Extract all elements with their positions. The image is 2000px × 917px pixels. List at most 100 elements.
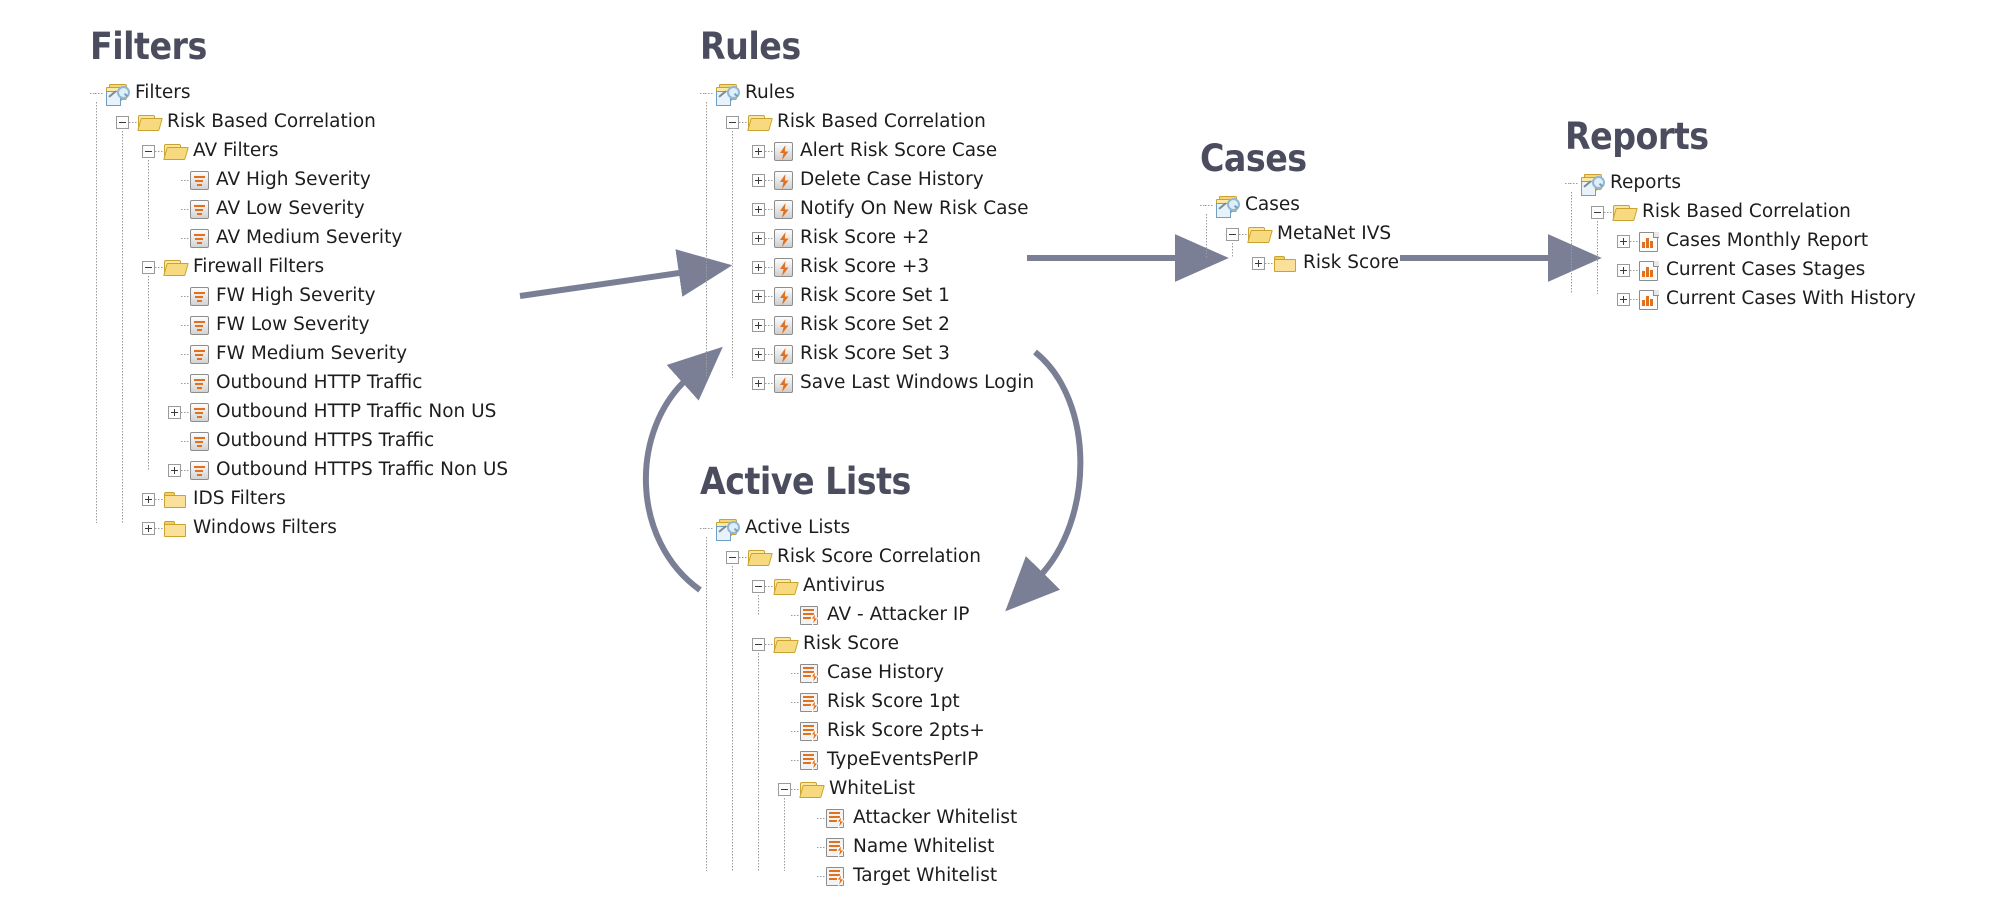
tree-node-filters[interactable]: Firewall Filters <box>90 253 508 282</box>
expand-icon[interactable] <box>752 377 765 390</box>
expand-icon[interactable] <box>752 145 765 158</box>
tree-node-filters[interactable]: Windows Filters <box>90 514 508 543</box>
tree-node-label: Delete Case History <box>800 169 984 191</box>
tree-node-filters[interactable]: AV Medium Severity <box>90 224 508 253</box>
collapse-icon[interactable] <box>752 580 765 593</box>
tree-node-filters[interactable]: FW Medium Severity <box>90 340 508 369</box>
tree-node-rules[interactable]: Risk Based Correlation <box>700 108 1034 137</box>
expand-icon[interactable] <box>752 261 765 274</box>
collapse-icon[interactable] <box>778 783 791 796</box>
collapse-icon[interactable] <box>142 261 155 274</box>
expand-icon[interactable] <box>1252 257 1265 270</box>
expand-icon[interactable] <box>752 203 765 216</box>
tree-node-label: Save Last Windows Login <box>800 372 1035 394</box>
tree-root-cases[interactable]: Cases <box>1200 191 1399 220</box>
tree-node-active-lists[interactable]: Risk Score Correlation <box>700 543 1017 572</box>
tree-node-rules[interactable]: Notify On New Risk Case <box>700 195 1034 224</box>
tree-root-reports[interactable]: Reports <box>1565 169 1916 198</box>
active-list-icon <box>800 722 820 741</box>
collapse-icon[interactable] <box>726 116 739 129</box>
tree-guide-line <box>706 537 707 871</box>
expand-icon[interactable] <box>752 232 765 245</box>
collapse-icon[interactable] <box>116 116 129 129</box>
tree-node-active-lists[interactable]: Risk Score <box>700 630 1017 659</box>
tree-node-reports[interactable]: Risk Based Correlation <box>1565 198 1916 227</box>
tree-node-label: AV Medium Severity <box>216 227 403 249</box>
tree-node-rules[interactable]: Alert Risk Score Case <box>700 137 1034 166</box>
expand-icon[interactable] <box>1617 264 1630 277</box>
expand-icon[interactable] <box>1617 293 1630 306</box>
expand-icon[interactable] <box>752 348 765 361</box>
active-list-icon <box>800 751 820 770</box>
arrow-filters-to-rules <box>519 249 733 299</box>
tree-node-rules[interactable]: Risk Score +3 <box>700 253 1034 282</box>
tree-connector-line <box>791 731 800 732</box>
tree-node-rules[interactable]: Delete Case History <box>700 166 1034 195</box>
expand-icon[interactable] <box>142 493 155 506</box>
tree-guide-line <box>148 276 149 471</box>
tree-node-reports[interactable]: Cases Monthly Report <box>1565 227 1916 256</box>
tree-node-cases[interactable]: MetaNet IVS <box>1200 220 1399 249</box>
tree-connector-line <box>765 151 774 152</box>
tree-node-active-lists[interactable]: WhiteList <box>700 775 1017 804</box>
tree-connector-line <box>791 760 800 761</box>
tree-node-active-lists[interactable]: Risk Score 1pt <box>700 688 1017 717</box>
filter-icon <box>190 432 209 451</box>
tree-node-rules[interactable]: Save Last Windows Login <box>700 369 1034 398</box>
tree-connector-line <box>181 296 190 297</box>
tree-node-filters[interactable]: Outbound HTTPS Traffic Non US <box>90 456 508 485</box>
tree-node-filters[interactable]: Risk Based Correlation <box>90 108 508 137</box>
tree-node-reports[interactable]: Current Cases With History <box>1565 285 1916 314</box>
tree-node-active-lists[interactable]: TypeEventsPerIP <box>700 746 1017 775</box>
tree-node-filters[interactable]: AV Filters <box>90 137 508 166</box>
expand-icon[interactable] <box>752 174 765 187</box>
rule-icon <box>774 374 793 393</box>
collapse-icon[interactable] <box>142 145 155 158</box>
expand-icon[interactable] <box>752 319 765 332</box>
tree-node-active-lists[interactable]: AV - Attacker IP <box>700 601 1017 630</box>
tree-node-label: Risk Score 2pts+ <box>827 720 985 742</box>
tree-node-rules[interactable]: Risk Score Set 2 <box>700 311 1034 340</box>
tree-connector-line <box>700 93 705 94</box>
tree-node-filters[interactable]: FW Low Severity <box>90 311 508 340</box>
tree-node-filters[interactable]: Outbound HTTP Traffic <box>90 369 508 398</box>
tree-node-active-lists[interactable]: Attacker Whitelist <box>700 804 1017 833</box>
tree-node-cases[interactable]: Risk Score <box>1200 249 1399 278</box>
tree-connector-line <box>765 296 774 297</box>
tree-node-active-lists[interactable]: Target Whitelist <box>700 862 1017 891</box>
tree-node-rules[interactable]: Risk Score +2 <box>700 224 1034 253</box>
tree-node-filters[interactable]: IDS Filters <box>90 485 508 514</box>
tree-node-filters[interactable]: FW High Severity <box>90 282 508 311</box>
tree-node-active-lists[interactable]: Name Whitelist <box>700 833 1017 862</box>
tree-root-filters[interactable]: Filters <box>90 79 508 108</box>
tree-connector-line <box>765 209 774 210</box>
tree-node-rules[interactable]: Risk Score Set 3 <box>700 340 1034 369</box>
tree-node-active-lists[interactable]: Antivirus <box>700 572 1017 601</box>
tree-node-rules[interactable]: Risk Score Set 1 <box>700 282 1034 311</box>
tree-node-reports[interactable]: Current Cases Stages <box>1565 256 1916 285</box>
collapse-icon[interactable] <box>726 551 739 564</box>
expand-icon[interactable] <box>1617 235 1630 248</box>
filter-icon <box>190 200 209 219</box>
filter-icon <box>190 287 209 306</box>
tree-root-active-lists[interactable]: Active Lists <box>700 514 1017 543</box>
expand-icon[interactable] <box>752 290 765 303</box>
tree-root-rules[interactable]: Rules <box>700 79 1034 108</box>
tree-node-active-lists[interactable]: Risk Score 2pts+ <box>700 717 1017 746</box>
tree-node-filters[interactable]: Outbound HTTP Traffic Non US <box>90 398 508 427</box>
tree-node-active-lists[interactable]: Case History <box>700 659 1017 688</box>
expand-icon[interactable] <box>168 406 181 419</box>
expand-icon[interactable] <box>168 464 181 477</box>
collapse-icon[interactable] <box>1591 206 1604 219</box>
tree-node-label: TypeEventsPerIP <box>827 749 979 771</box>
collapse-icon[interactable] <box>1226 228 1239 241</box>
tree-connector-line <box>90 93 95 94</box>
tree-node-filters[interactable]: Outbound HTTPS Traffic <box>90 427 508 456</box>
rule-icon <box>774 287 793 306</box>
tree-node-filters[interactable]: AV High Severity <box>90 166 508 195</box>
expand-icon[interactable] <box>142 522 155 535</box>
collapse-icon[interactable] <box>752 638 765 651</box>
tree-node-label: FW Low Severity <box>216 314 370 336</box>
tree-node-filters[interactable]: AV Low Severity <box>90 195 508 224</box>
